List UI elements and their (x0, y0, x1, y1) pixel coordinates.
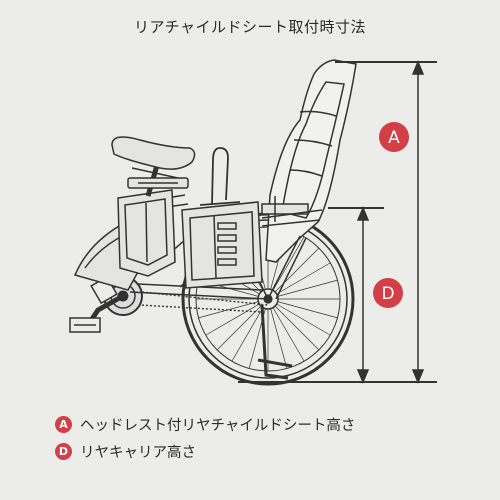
child-seat-base (181, 201, 263, 289)
legend-item-a: A ヘッドレスト付リヤチャイルドシート高さ (55, 414, 355, 434)
dimension-a (335, 60, 437, 384)
marker-a: A (379, 122, 409, 152)
legend: A ヘッドレスト付リヤチャイルドシート高さ D リヤキャリア高さ (55, 414, 355, 468)
legend-badge-d: D (55, 442, 72, 460)
marker-a-label: A (388, 128, 400, 148)
child-handlebar (199, 147, 241, 206)
page-title: リアチャイルドシート取付時寸法 (133, 18, 367, 36)
child-seat-shell (261, 59, 357, 263)
battery (117, 189, 176, 277)
saddle (111, 136, 196, 197)
kickstand (257, 304, 293, 380)
marker-d-label: D (381, 284, 394, 304)
rear-carrier (261, 209, 323, 300)
legend-label-d: リヤキャリア高さ (80, 444, 196, 461)
marker-d: D (373, 278, 403, 308)
dimension-d (328, 206, 384, 384)
legend-item-d: D リヤキャリア高さ (55, 441, 355, 461)
legend-badge-a: A (55, 415, 72, 433)
legend-label-a: ヘッドレスト付リヤチャイルドシート高さ (80, 417, 356, 434)
